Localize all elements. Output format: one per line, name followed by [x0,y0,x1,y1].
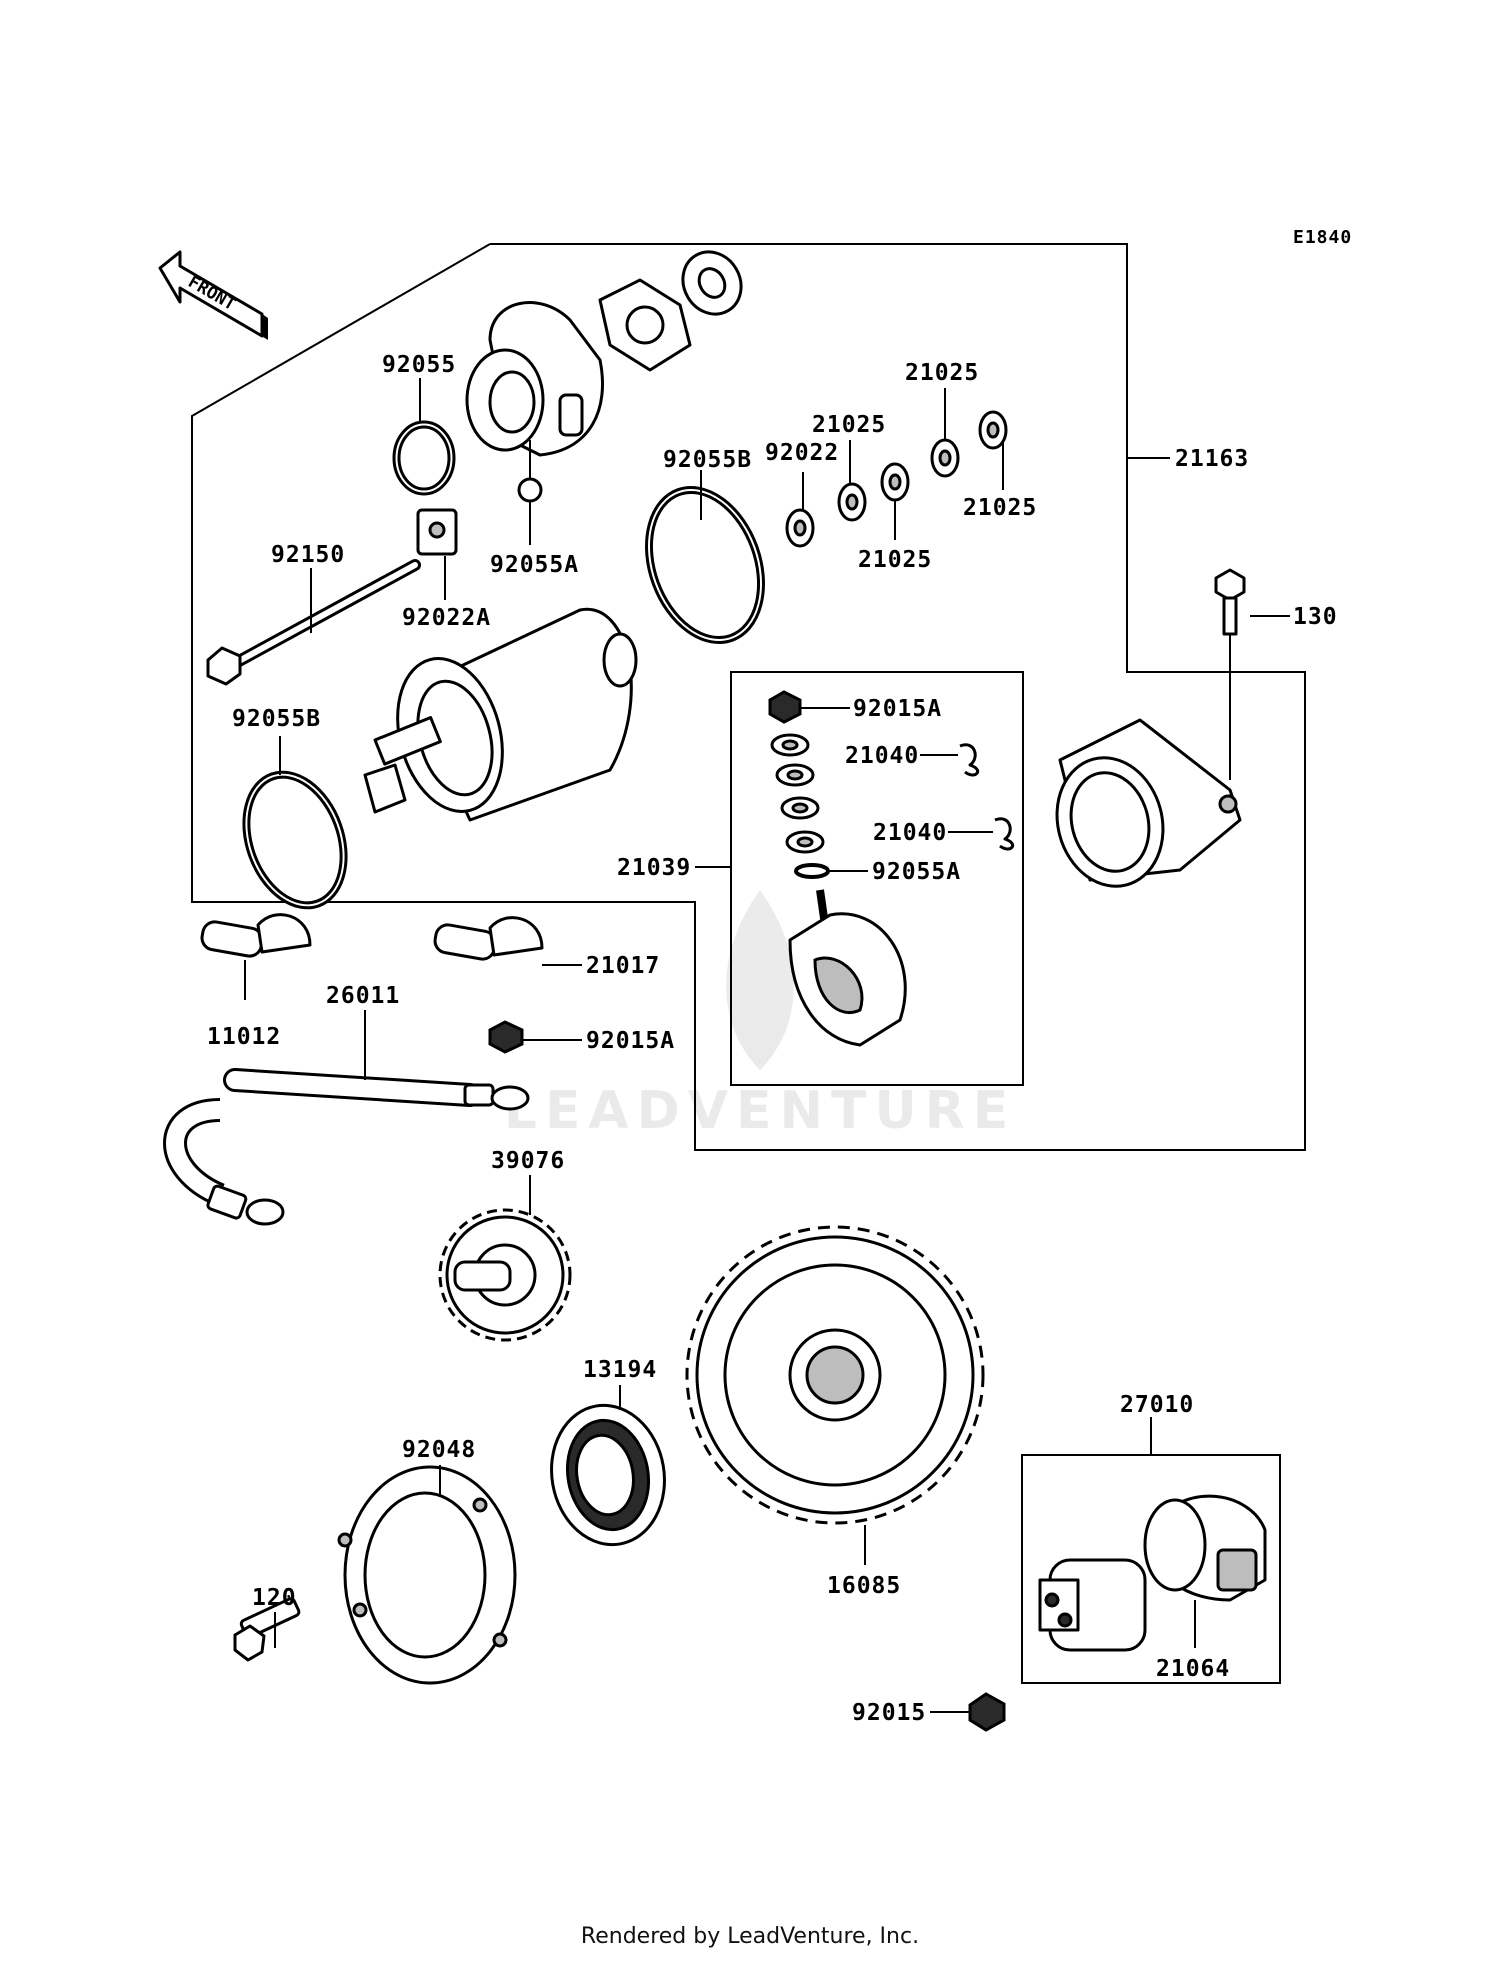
lock-plate [598,278,692,372]
leader-lines [244,378,1290,1713]
nut-92015a-low [488,1020,524,1054]
label-21025-a: 21025 [812,412,886,438]
label-21017: 21017 [586,953,660,979]
part-labels: 92055 92150 92022A 92055A 92055B 92022 2… [207,352,1338,1726]
label-21040-a: 21040 [845,743,919,769]
label-11012: 11012 [207,1024,281,1050]
label-21025-c: 21025 [963,495,1037,521]
label-13194: 13194 [583,1357,657,1383]
shim-washers [785,410,1008,548]
starter-cable [163,1068,530,1226]
label-130: 130 [1293,604,1338,630]
diagram-code: E1840 [1293,227,1352,248]
label-92015a-low: 92015A [586,1028,675,1054]
brush-springs [959,743,1015,851]
label-21040-b: 21040 [873,820,947,846]
o-ring-92055a-top [517,477,543,503]
brush-o-ring [794,863,830,879]
o-ring-92055b-left [242,770,348,910]
starter-motor [363,607,638,822]
label-92055b-mid: 92055B [663,447,752,473]
brush-washers [770,733,825,854]
brush-nut-92015a [768,690,802,724]
label-21025-b: 21025 [905,360,979,386]
starter-front-cover [465,301,604,457]
o-ring-92055 [392,420,456,496]
label-92055b-left: 92055B [232,706,321,732]
label-92055: 92055 [382,352,456,378]
watermark-text: LEADVENTURE [504,1081,1017,1141]
front-label: FRONT [185,272,239,315]
label-92022: 92022 [765,440,839,466]
label-92048: 92048 [402,1437,476,1463]
nut-92015 [968,1692,1006,1732]
label-39076: 39076 [491,1148,565,1174]
starter-relay [1038,1558,1147,1652]
label-16085: 16085 [827,1573,901,1599]
label-21163: 21163 [1175,446,1249,472]
label-92150: 92150 [271,542,345,568]
label-92055a-mid: 92055A [872,859,961,885]
label-21025-d: 21025 [858,547,932,573]
watermark: LEADVENTURE [504,890,1017,1141]
label-21064: 21064 [1156,1656,1230,1682]
label-26011: 26011 [326,983,400,1009]
relay-cover-21064 [1143,1494,1267,1602]
label-92055a-top: 92055A [490,552,579,578]
starter-gear-16085 [685,1225,985,1525]
footer-credit: Rendered by LeadVenture, Inc. [580,1924,920,1949]
label-120: 120 [252,1585,297,1611]
bolt-120 [233,1597,301,1662]
cable-boot-21017 [433,916,544,961]
label-27010: 27010 [1120,1392,1194,1418]
brush-assembly-box [730,671,1024,1086]
idle-gear-39076 [438,1208,572,1342]
label-92022a: 92022A [402,605,491,631]
label-92015a-top: 92015A [853,696,942,722]
label-92015: 92015 [852,1700,926,1726]
starter-rear-housing [1055,718,1242,888]
housing-plate-92048 [337,1465,517,1685]
brush-holder-plate [788,889,907,1047]
one-way-clutch-13194 [550,1403,666,1547]
through-bolt [206,559,421,686]
front-arrow-icon: FRONT [158,250,268,340]
top-washer [681,250,743,316]
bolt-130 [1214,568,1246,636]
cable-boot-11012 [200,913,312,958]
o-ring-92055b-mid [645,486,765,644]
label-21039: 21039 [617,855,691,881]
